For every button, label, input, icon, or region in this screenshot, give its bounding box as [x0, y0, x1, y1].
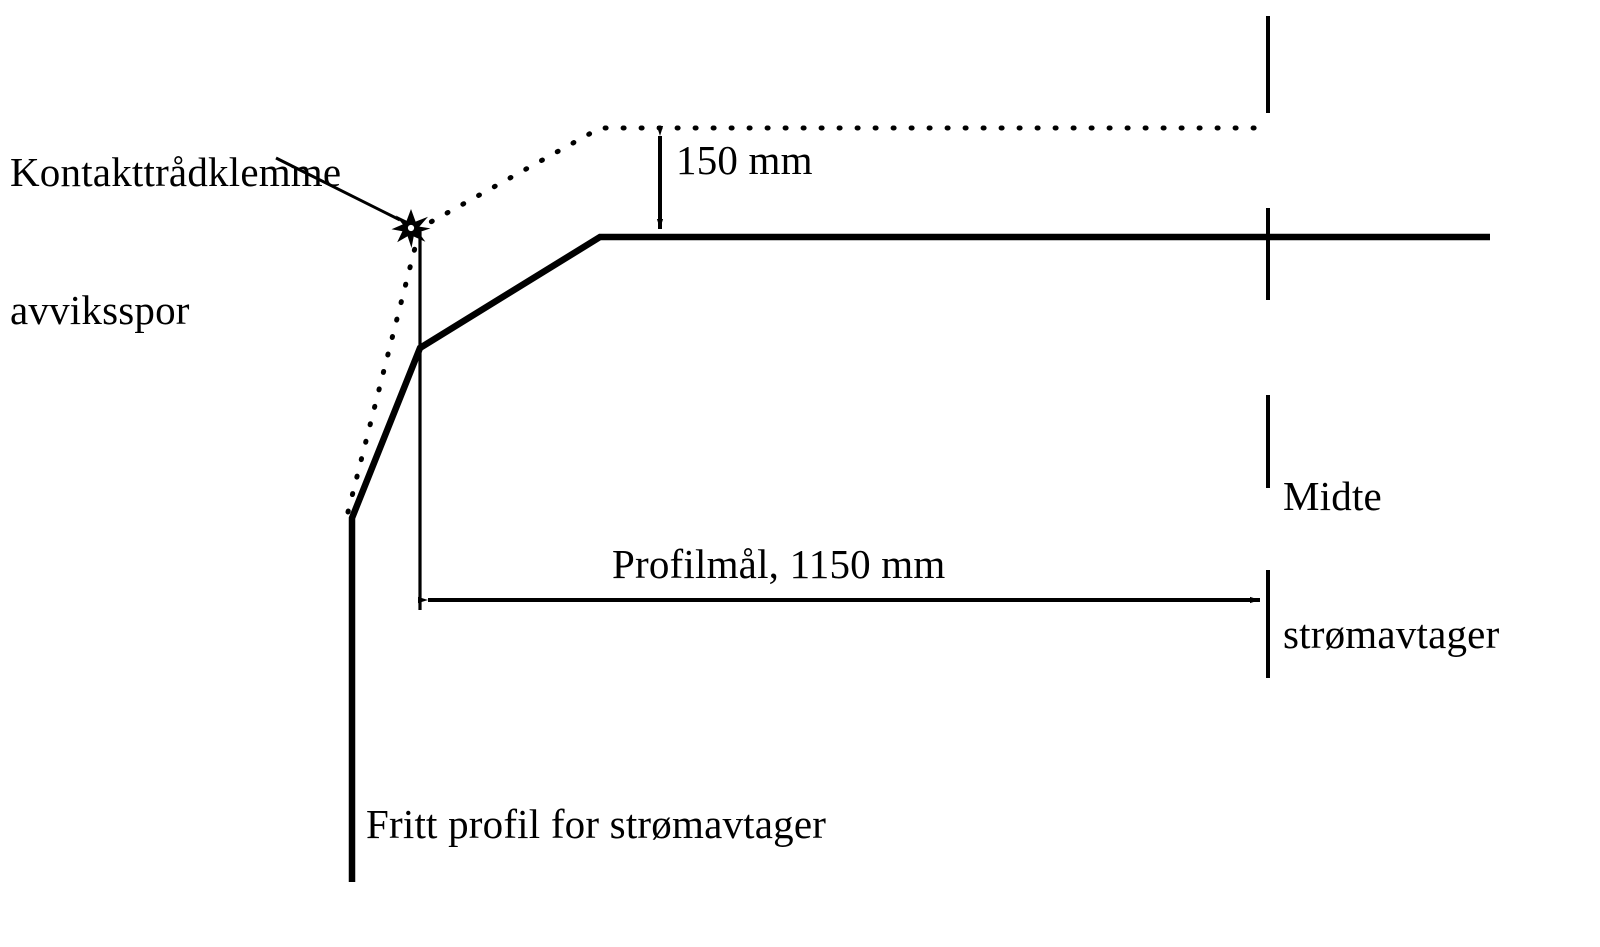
- label-contact-wire-clamp-line1: Kontakttrådklemme: [10, 148, 342, 195]
- label-pantograph-centre-line2: strømavtager: [1283, 610, 1500, 657]
- label-pantograph-centre-line1: Midte: [1283, 472, 1382, 519]
- dotted-offset-profile: [345, 125, 1271, 515]
- label-profile-dimension: Profilmål, 1150 mm: [612, 541, 946, 587]
- label-contact-wire-clamp-line2: avviksspor: [10, 286, 190, 333]
- label-free-profile: Fritt profil for strømavtager: [366, 801, 827, 847]
- label-vertical-dimension-value: 150 mm: [676, 137, 813, 183]
- label-pantograph-centre: Midte strømavtager: [1283, 382, 1499, 749]
- leader-line-icon: [275, 156, 401, 222]
- label-contact-wire-clamp: Kontakttrådklemme avviksspor: [10, 58, 341, 425]
- star-marker-icon: [391, 209, 431, 248]
